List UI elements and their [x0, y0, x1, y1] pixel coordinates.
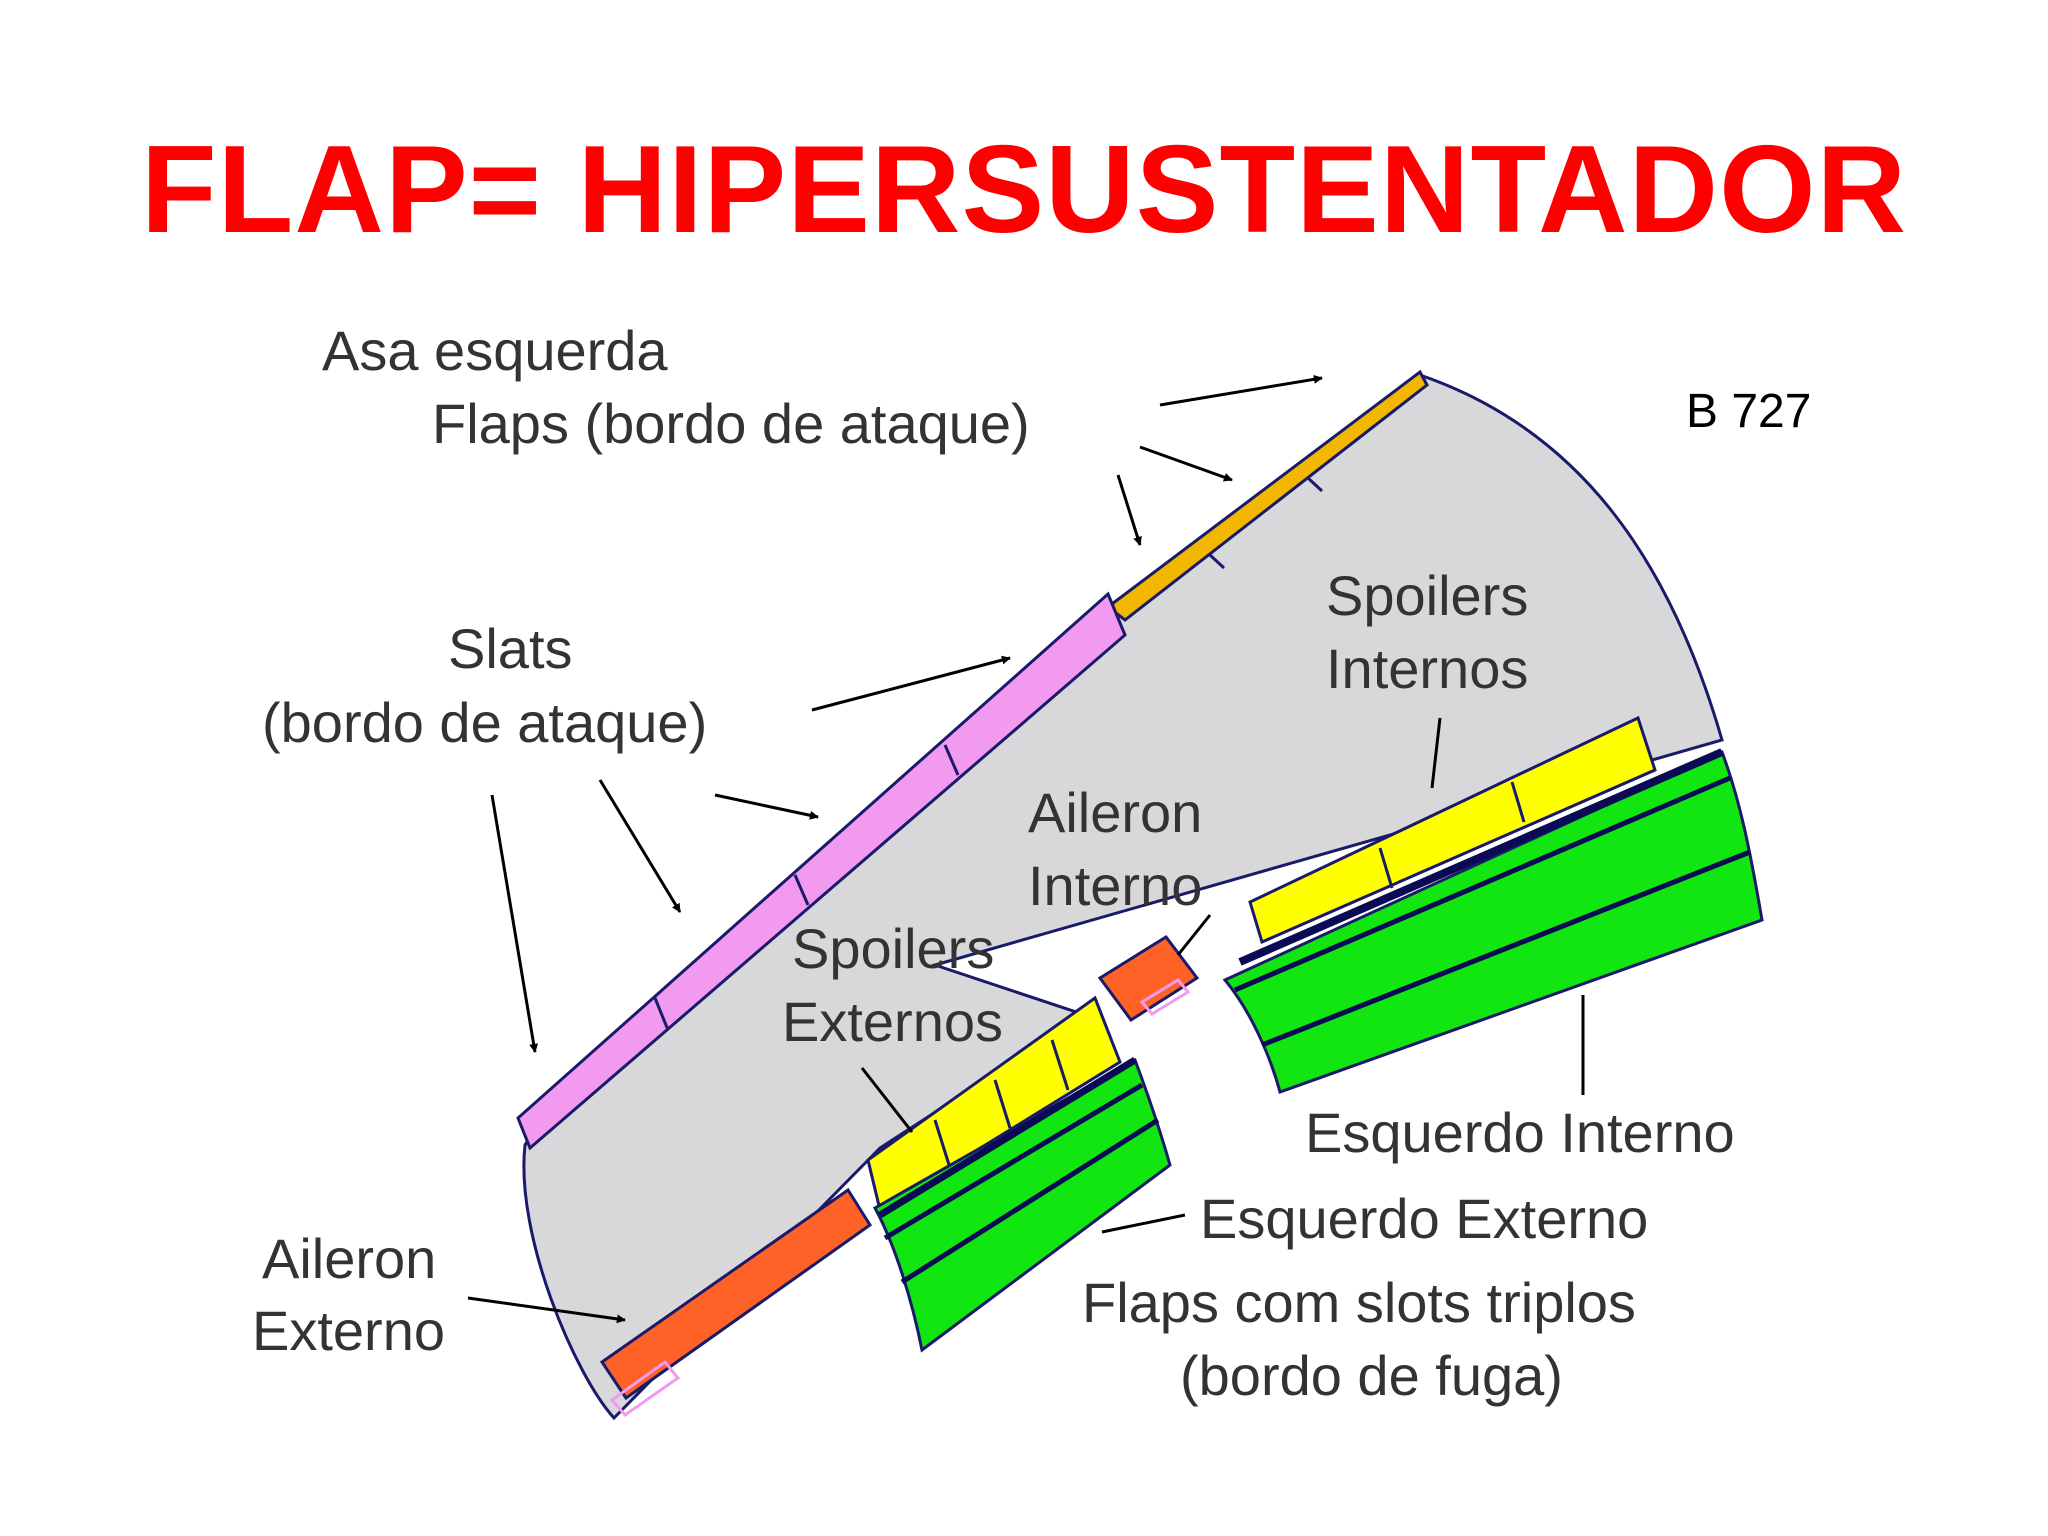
label-aileron-externo-2: Externo [252, 1299, 445, 1362]
label-spoilers-internos-2: Internos [1326, 637, 1528, 700]
label-spoilers-internos: Spoilers [1326, 564, 1528, 627]
label-flaps-slots: Flaps com slots triplos [1082, 1271, 1636, 1334]
label-spoilers-externos: Spoilers [792, 917, 994, 980]
flap-esquerdo-interno [1222, 748, 1764, 1094]
callout-arrows [467, 374, 1585, 1324]
label-aileron-externo: Aileron [262, 1227, 436, 1290]
label-leading-flaps: Flaps (bordo de ataque) [432, 392, 1030, 455]
spoilers-externos [866, 995, 1122, 1213]
spoilers-internos [1248, 715, 1657, 945]
flap-esquerdo-externo [872, 1057, 1172, 1353]
label-asa-esquerda: Asa esquerda [322, 319, 668, 382]
label-slats: Slats [448, 617, 573, 680]
label-spoilers-externos-2: Externos [782, 990, 1003, 1053]
wing-body [522, 373, 1724, 1421]
label-aileron-interno: Aileron [1028, 781, 1202, 844]
label-flaps-bordo-fuga: (bordo de fuga) [1180, 1344, 1563, 1407]
label-esquerdo-externo: Esquerdo Externo [1200, 1187, 1648, 1250]
aircraft-model-label: B 727 [1686, 385, 1812, 438]
page-title: FLAP= HIPERSUSTENTADOR [140, 121, 1908, 259]
slats [516, 591, 1127, 1151]
aileron-interno [1097, 935, 1200, 1023]
label-esquerdo-interno: Esquerdo Interno [1305, 1101, 1735, 1164]
aileron-externo [599, 1187, 873, 1418]
leading-edge-flaps [1105, 369, 1429, 622]
label-aileron-interno-2: Interno [1028, 854, 1202, 917]
label-slats-bordo: (bordo de ataque) [262, 691, 707, 754]
